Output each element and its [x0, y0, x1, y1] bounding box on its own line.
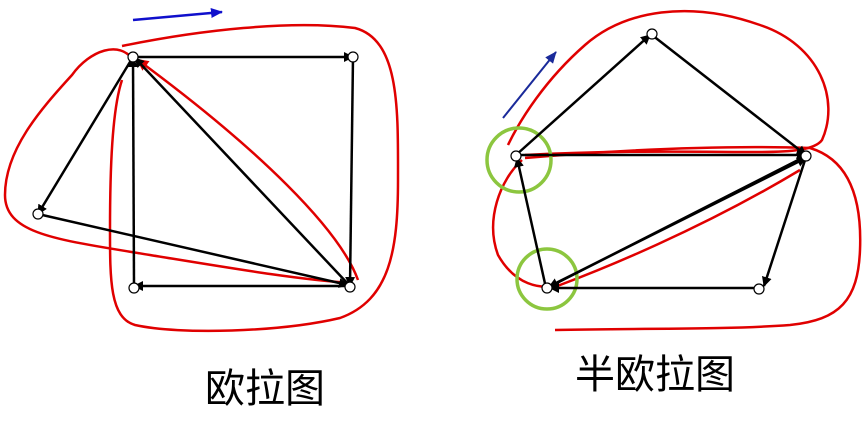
direction-arrow: [132, 8, 223, 22]
euler-edge: [134, 57, 351, 287]
semi-euler-node: [800, 150, 812, 162]
semi-euler-edge: [762, 156, 808, 287]
semi-euler-graph: [485, 9, 862, 332]
semi-euler-node: [541, 282, 553, 294]
semi-euler-node: [510, 150, 522, 162]
semi-euler-trail-curve-left: [491, 159, 801, 288]
semi-euler-edge: [547, 156, 807, 289]
euler-node: [347, 51, 359, 63]
semi-euler-edge: [651, 34, 807, 156]
euler-graph: [3, 8, 400, 333]
semi-euler-node: [646, 28, 658, 40]
semi-euler-edge: [514, 157, 548, 289]
euler-node: [127, 51, 139, 63]
euler-node: [344, 281, 356, 293]
euler-trail-curve-diagonal: [136, 58, 360, 281]
semi-euler-node: [753, 283, 765, 295]
odd-vertex-circle: [515, 247, 579, 311]
euler-node: [128, 282, 140, 294]
euler-trail-curve-left: [3, 48, 353, 285]
euler-edge: [37, 212, 349, 288]
euler-edge: [128, 57, 139, 287]
direction-arrow-right: [502, 51, 557, 119]
semi-euler-trail-curve-top: [506, 9, 830, 157]
odd-vertex-circle: [485, 126, 553, 194]
semi-euler-edge: [515, 34, 651, 156]
euler-edge: [36, 56, 135, 215]
semi-euler-graph-label: 半欧拉图: [575, 352, 735, 398]
semi-euler-trail-curve-bottom: [524, 145, 862, 332]
euler-graph-label: 欧拉图: [205, 366, 325, 412]
euler-edge: [345, 56, 356, 287]
euler-node: [32, 208, 44, 220]
